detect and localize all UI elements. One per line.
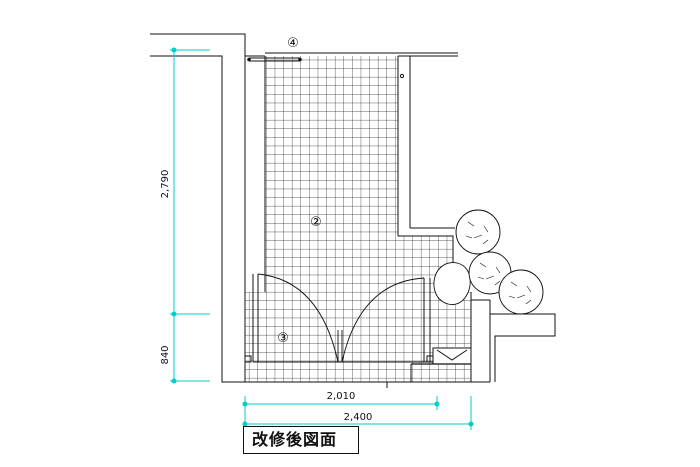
dimension-width-outer: 2,400 <box>344 412 373 423</box>
dimension-width-inner: 2,010 <box>327 391 356 402</box>
drawing-title: 改修後図面 <box>243 426 359 454</box>
dimension-height-lower: 840 <box>160 345 171 364</box>
dimension-lines <box>170 47 474 430</box>
marker-4: ④ <box>287 36 299 51</box>
handrail <box>247 57 302 62</box>
door-swings <box>257 273 425 363</box>
marker-2: ② <box>310 215 322 230</box>
dimension-height-upper: 2,790 <box>160 170 171 199</box>
tiled-floor <box>245 56 471 382</box>
marker-3: ③ <box>277 331 289 346</box>
shrub-icons <box>433 209 544 315</box>
wall-outline <box>150 33 556 388</box>
